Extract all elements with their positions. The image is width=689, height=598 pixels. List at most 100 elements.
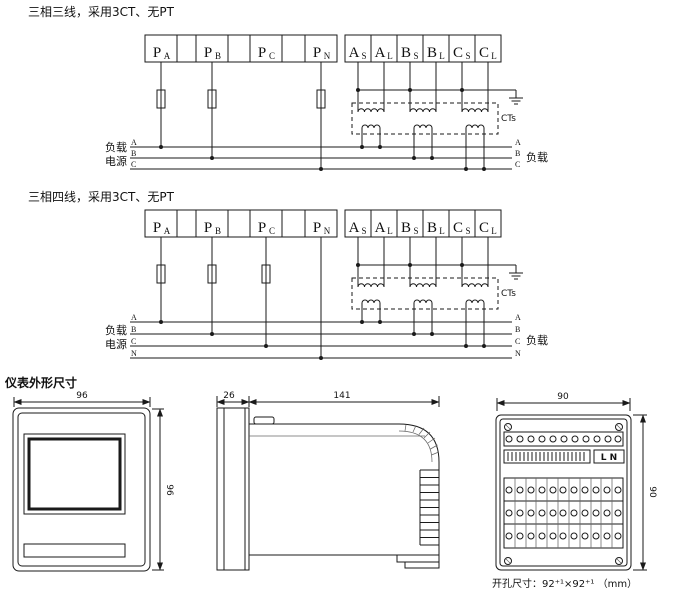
terminal-PC-main: P <box>258 45 266 61</box>
section2-title: 三相四线，采用3CT、无PT <box>28 190 175 204</box>
ct-dashed-box <box>351 102 499 135</box>
current-terminal-strip: A S A L B S B L C S C L <box>344 34 502 63</box>
section1-title: 三相三线，采用3CT、无PT <box>28 5 175 19</box>
ln-label: L N <box>601 453 617 463</box>
terminal-AS-main: A <box>349 45 360 61</box>
terminal-PC-sub: C <box>269 51 275 61</box>
cts-label: CTs <box>501 289 516 299</box>
cts-label: CTs <box>501 114 516 124</box>
terminal-PN-sub: N <box>324 226 331 236</box>
phase-n-label: N <box>131 349 137 358</box>
terminal-BS-sub: S <box>413 51 418 61</box>
back-panel-inner <box>499 418 628 567</box>
back-panel-outer <box>495 414 632 571</box>
phase-a-label: A <box>515 313 521 322</box>
phase-c-label: C <box>515 160 520 169</box>
ground-icon <box>509 265 523 280</box>
right-load-label: 负载 <box>526 333 548 347</box>
phase-a-label: A <box>515 138 521 147</box>
side-bezel <box>216 407 250 571</box>
cutout-size-note: 开孔尺寸：92⁺¹×92⁺¹ （mm） <box>492 577 637 590</box>
label-strip: L N <box>503 449 625 464</box>
terminal-PB-sub: B <box>215 226 221 236</box>
left-source-label: 电源 <box>105 337 127 351</box>
phase-b-label: B <box>515 325 520 334</box>
front-view: 96 96 <box>12 391 174 572</box>
fuse-icon <box>156 89 166 109</box>
side-body <box>248 423 440 556</box>
ground-icon <box>509 90 523 105</box>
fuse-icon <box>316 89 326 109</box>
terminal-CS-sub: S <box>465 51 470 61</box>
top-terminal-strip <box>503 431 624 447</box>
phase-a-label: A <box>131 138 137 147</box>
left-labels: 负载 电源 A B C N <box>105 313 137 358</box>
terminal-step-lower <box>404 561 440 569</box>
terminal-PA-main: P <box>153 45 161 61</box>
terminal-CS-sub: S <box>465 226 470 236</box>
back-view: 90 90 L N <box>492 392 657 590</box>
voltage-wires <box>156 62 326 169</box>
terminal-PC-main: P <box>258 220 266 236</box>
right-labels: A B C N 负载 <box>515 313 548 358</box>
terminal-PN-sub: N <box>324 51 331 61</box>
right-load-label: 负载 <box>526 150 548 164</box>
terminal-PC-sub: C <box>269 226 275 236</box>
heatsink-fins <box>419 469 439 546</box>
corner-screws <box>504 423 623 565</box>
side-view: 26 141 <box>216 391 440 571</box>
terminal-AL-main: A <box>375 220 386 236</box>
ct-coil-icon <box>357 283 489 288</box>
left-labels: 负载 电源 A B C <box>105 138 137 169</box>
left-load-label: 负载 <box>105 323 127 337</box>
terminal-BS-main: B <box>401 45 411 61</box>
voltage-terminal-strip: P A P B P C P N <box>144 34 338 63</box>
front-button-band <box>23 543 126 558</box>
front-bezel-outer <box>12 407 151 572</box>
side-body-length-value: 141 <box>333 391 350 401</box>
voltage-wires <box>156 237 322 358</box>
left-load-label: 负载 <box>105 140 127 154</box>
section3-title: 仪表外形尺寸 <box>4 375 77 390</box>
terminal-PN-main: P <box>313 220 321 236</box>
right-labels: A B C 负载 <box>515 138 548 169</box>
terminal-PN-main: P <box>313 45 321 61</box>
fuse-icon <box>156 264 166 284</box>
terminal-BL-main: B <box>427 220 437 236</box>
phase-c-label: C <box>131 160 136 169</box>
phase-b-label: B <box>131 325 136 334</box>
terminal-BL-sub: L <box>439 51 445 61</box>
terminal-strip-box <box>144 209 338 238</box>
terminal-BS-main: B <box>401 220 411 236</box>
terminal-AL-main: A <box>375 45 386 61</box>
front-height-value: 96 <box>164 484 174 496</box>
terminal-AL-sub: L <box>387 51 393 61</box>
terminal-CS-main: C <box>453 45 463 61</box>
terminal-CL-main: C <box>479 45 489 61</box>
fuse-icon <box>207 89 217 109</box>
terminal-AL-sub: L <box>387 226 393 236</box>
phase-b-label: B <box>515 149 520 158</box>
bottom-terminal-block <box>503 477 624 549</box>
back-height-value: 90 <box>647 486 657 498</box>
ct-coil-icon <box>361 299 485 304</box>
fuse-icon <box>261 264 271 284</box>
ln-box <box>593 449 625 464</box>
terminal-AS-sub: S <box>361 51 366 61</box>
terminal-PA-sub: A <box>164 226 171 236</box>
diagram-3phase-3wire: 三相三线，采用3CT、无PT P A P B P C P N A S A L B… <box>28 5 548 171</box>
terminal-CS-main: C <box>453 220 463 236</box>
terminal-AS-sub: S <box>361 226 366 236</box>
corner-hatching <box>404 424 439 456</box>
terminal-CL-sub: L <box>491 226 497 236</box>
phase-c-label: C <box>131 337 136 346</box>
ct-coil-icon <box>357 108 489 113</box>
ct-coil-icon <box>361 124 485 129</box>
diagram-3phase-4wire: 三相四线，采用3CT、无PT P A P B P C P N A S A L B… <box>28 190 548 360</box>
terminal-PA-sub: A <box>164 51 171 61</box>
display-window <box>27 437 122 511</box>
terminal-BL-main: B <box>427 45 437 61</box>
ct-assembly: CTs <box>351 237 523 348</box>
voltage-terminal-strip: P A P B P C P N <box>144 209 338 238</box>
